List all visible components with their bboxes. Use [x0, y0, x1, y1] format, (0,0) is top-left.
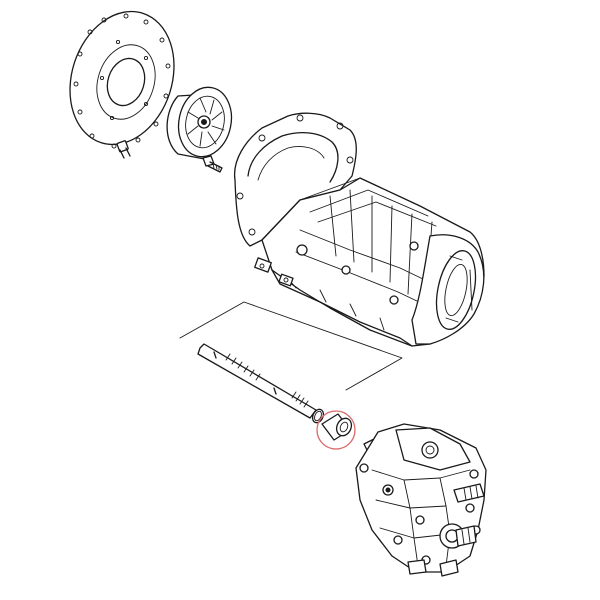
transmission-case — [233, 112, 485, 347]
torque-converter — [166, 86, 233, 161]
snap-ring — [311, 408, 325, 424]
pump-bushing — [316, 410, 356, 450]
flex-plate-bolt — [116, 140, 131, 159]
assembly-guide-outline — [179, 301, 403, 391]
flex-plate-holes — [73, 13, 171, 149]
flex-plate — [69, 10, 175, 149]
oil-pump-assembly — [355, 423, 487, 577]
input-shaft — [197, 343, 317, 419]
converter-bolt — [202, 155, 223, 173]
